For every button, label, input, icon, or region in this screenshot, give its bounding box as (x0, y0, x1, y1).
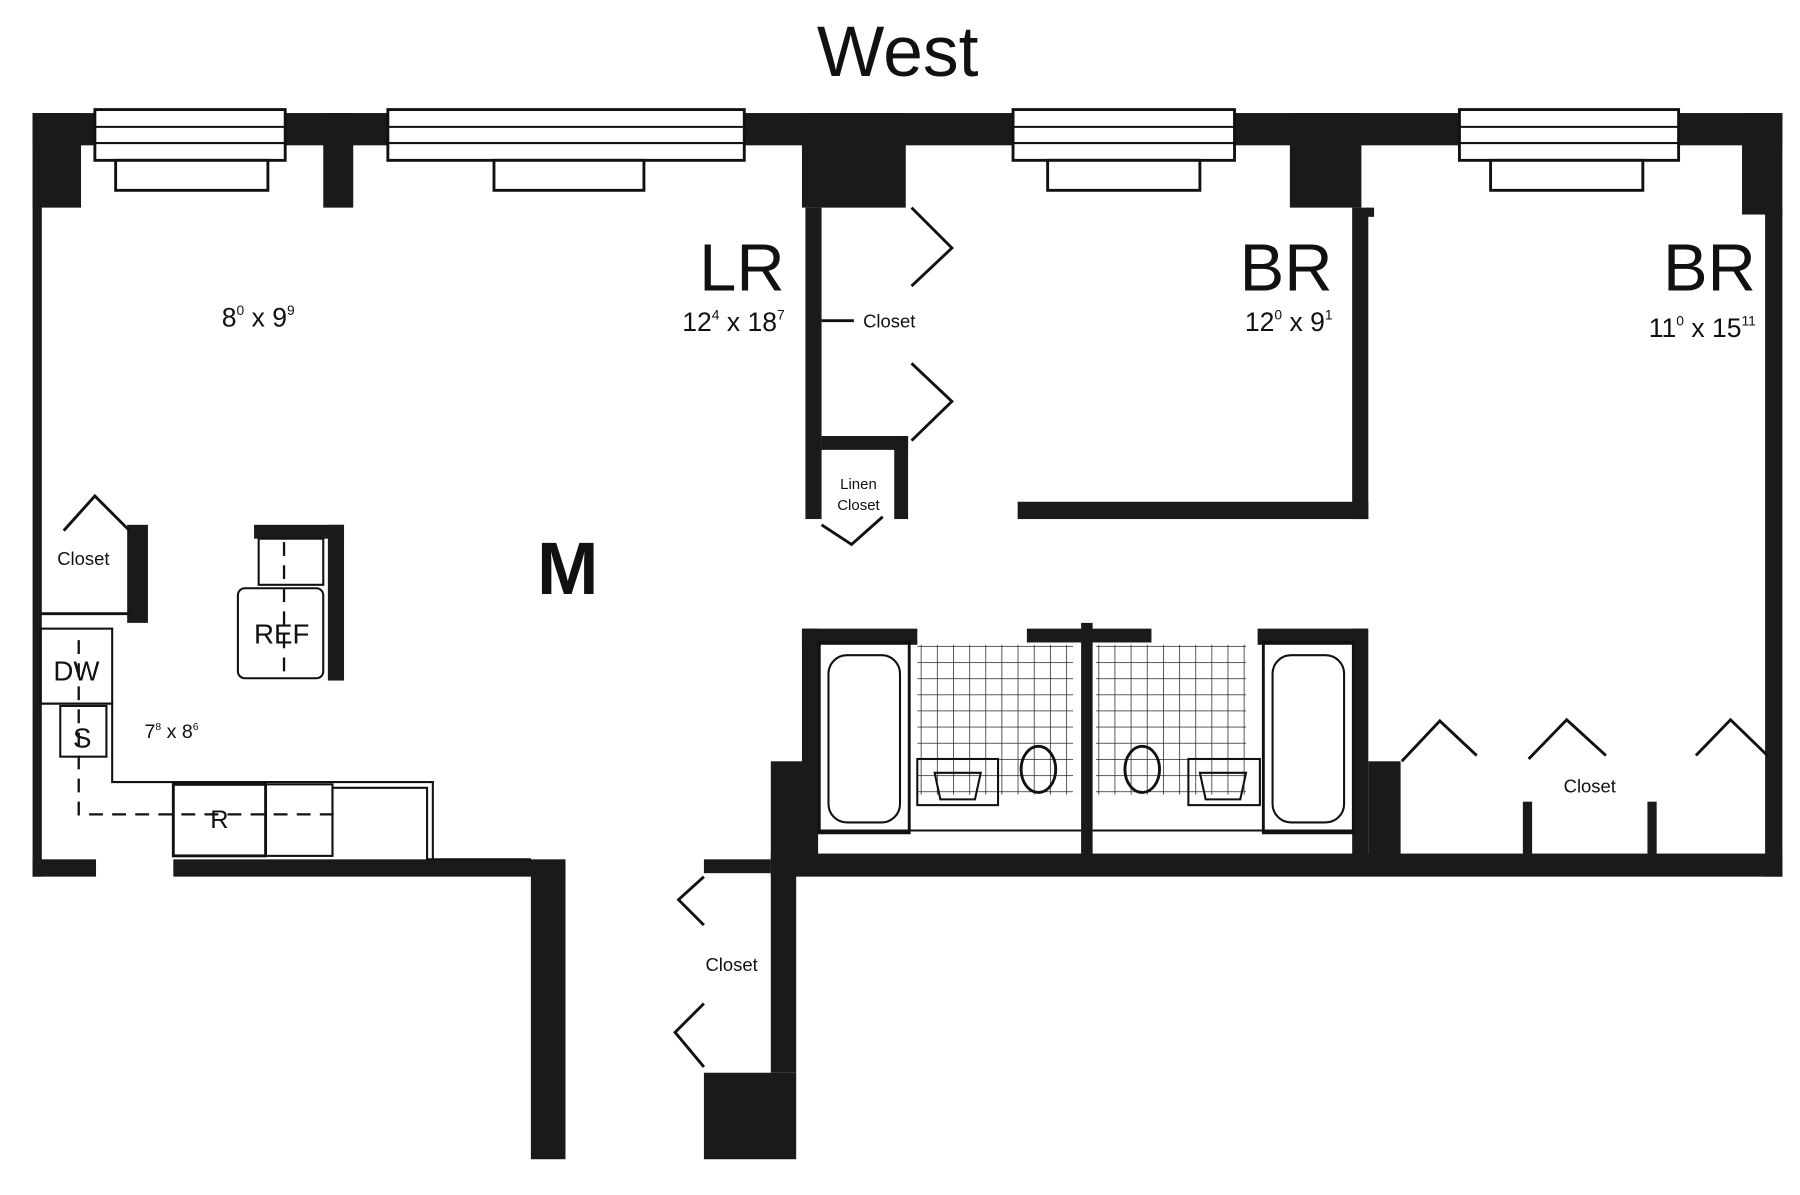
bedroom-1-label: BR (1240, 231, 1333, 306)
sink-label: S (73, 722, 91, 753)
dining-dimensions: 80 x 99 (222, 302, 295, 333)
window (1011, 108, 1236, 192)
main-entrance-label: M (537, 527, 599, 610)
interior-walls (40, 207, 1657, 1160)
bedroom-1-dimensions: 120 x 91 (1245, 307, 1333, 338)
bathtub (817, 641, 911, 835)
linen-closet-label: Closet (837, 497, 880, 514)
toilet (1019, 744, 1058, 794)
windows (93, 108, 1681, 192)
linen-closet-label: Linen (840, 476, 877, 493)
bedroom-2-dimensions: 110 x 1511 (1649, 312, 1756, 343)
hall-closet-label: Closet (705, 954, 757, 975)
window (1457, 108, 1681, 192)
kitchen-closet-label: Closet (57, 548, 109, 569)
orientation-title: West (817, 12, 979, 92)
br2-closet-label: Closet (1564, 775, 1616, 796)
kitchen-counters (39, 542, 531, 861)
lr-closet-label: Closet (863, 311, 915, 332)
bedroom-2-label: BR (1663, 231, 1756, 306)
closet-doors (673, 206, 1769, 1068)
toilet (1123, 744, 1161, 794)
window (93, 108, 287, 192)
living-room-dimensions: 124 x 187 (682, 307, 784, 338)
window (386, 108, 746, 192)
bathtub (1261, 641, 1355, 835)
refrigerator-label: REF (254, 619, 309, 650)
bathroom-fixtures (817, 641, 1355, 835)
dishwasher-label: DW (53, 656, 100, 687)
living-room-label: LR (699, 231, 785, 306)
kitchen-dimensions: 78 x 86 (144, 721, 198, 743)
range-label: R (210, 806, 228, 834)
